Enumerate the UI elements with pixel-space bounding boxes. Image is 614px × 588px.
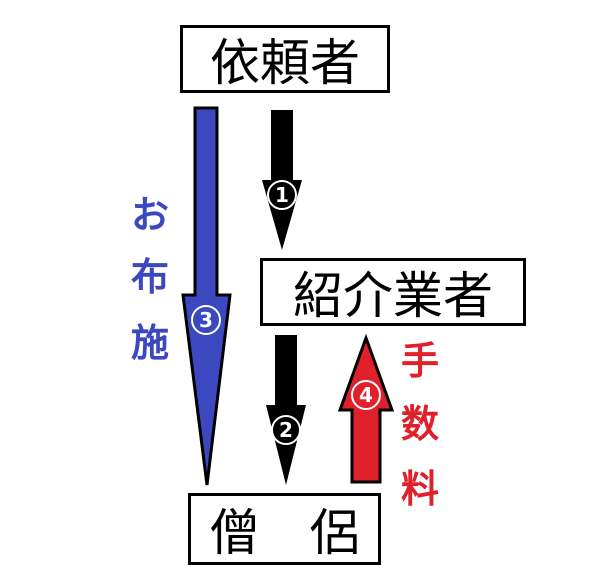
arrow-fee <box>337 333 395 484</box>
offering-label-2: 布 <box>131 255 170 299</box>
node-agency: 紹介業者 <box>260 258 526 326</box>
step-4-badge: 4 <box>351 380 381 410</box>
step-1-badge: 1 <box>267 180 297 210</box>
arrow-step-2 <box>266 335 306 485</box>
step-3-badge: 3 <box>191 305 221 335</box>
offering-label-1: お <box>131 193 170 237</box>
node-requester: 依頼者 <box>180 25 390 93</box>
arrow-offering <box>181 106 232 486</box>
node-monk: 僧 侶 <box>188 493 381 565</box>
step-2-badge: 2 <box>271 415 301 445</box>
offering-label-3: 施 <box>131 321 170 365</box>
fee-label-1: 手 <box>401 339 440 383</box>
fee-label-3: 料 <box>401 467 440 511</box>
fee-label-2: 数 <box>401 402 440 446</box>
